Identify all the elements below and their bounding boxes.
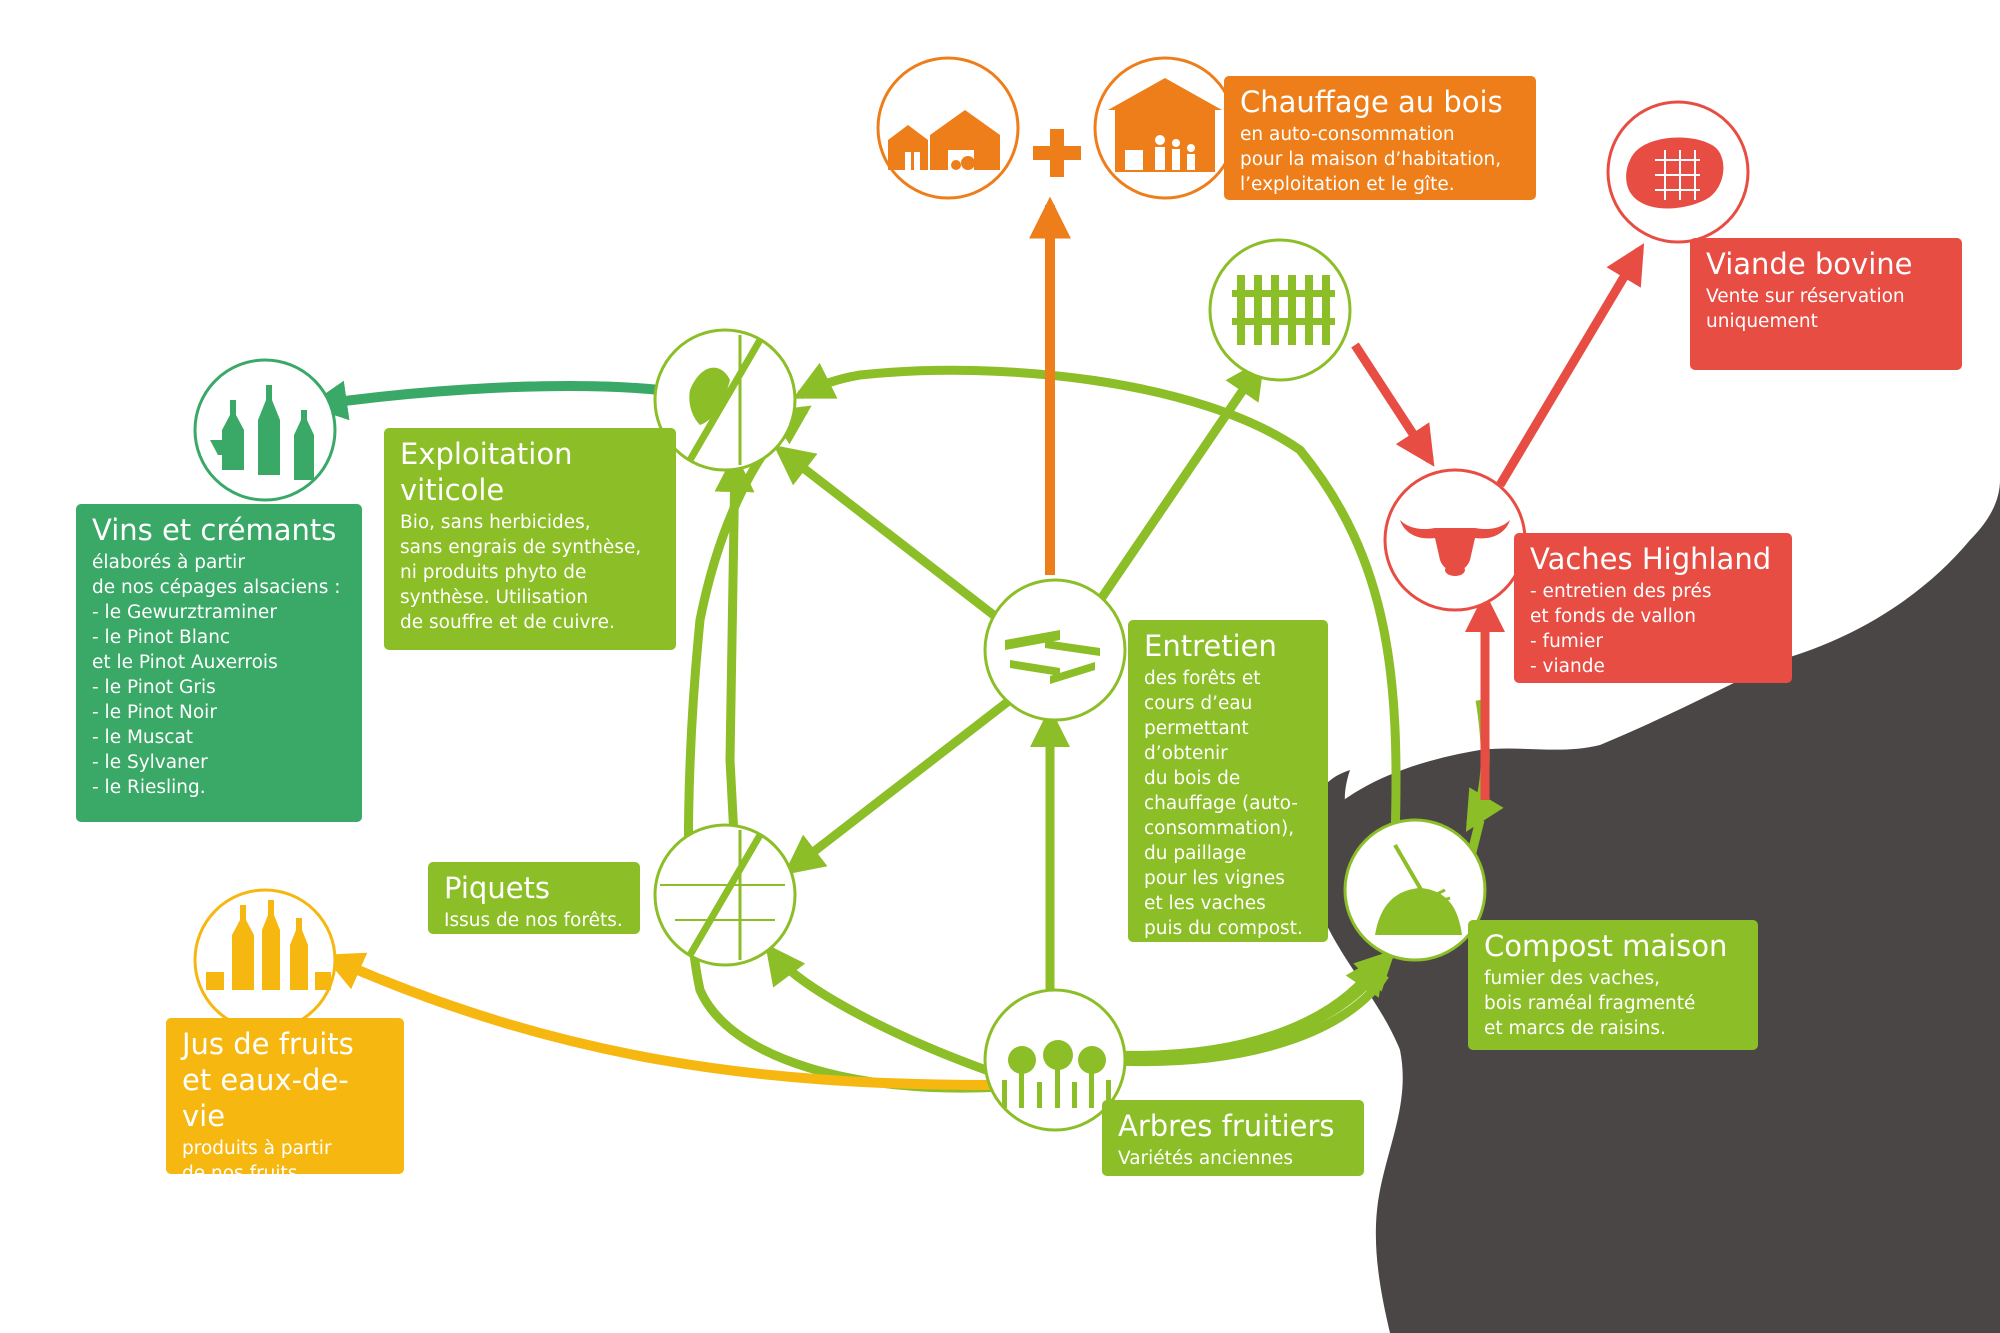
red-arrows — [1351, 243, 1645, 800]
viande-box: Viande bovine Vente sur réservation uniq… — [1690, 238, 1962, 370]
jus-desc: produits à partir de nos fruits — [182, 1138, 332, 1184]
stakes-icon — [660, 830, 785, 960]
piquets-desc: Issus de nos forêts. — [444, 910, 623, 931]
vaches-box: Vaches Highland - entretien des prés et … — [1514, 533, 1792, 683]
vine-stake-icon — [686, 335, 764, 465]
piquets-title: Piquets — [444, 871, 551, 905]
highland-cow-silhouette — [1312, 480, 2000, 1333]
entretien-box: Entretien des forêts et cours d’eau perm… — [1128, 620, 1328, 942]
chauffage-box: Chauffage au bois en auto-consommation p… — [1224, 76, 1536, 200]
arbres-desc: Variétés anciennes — [1118, 1148, 1294, 1169]
vaches-title: Vaches Highland — [1530, 542, 1772, 576]
jus-box: Jus de fruits et eaux-de-vie produits à … — [166, 1018, 404, 1184]
compost-box: Compost maison fumier des vaches, bois r… — [1468, 920, 1758, 1050]
piquets-box: Piquets Issus de nos forêts. — [428, 862, 640, 934]
compost-pitchfork-icon — [1375, 843, 1462, 935]
vins-desc: élaborés à partir de nos cépages alsacie… — [92, 552, 341, 798]
logs-circle — [983, 578, 1127, 722]
compost-desc: fumier des vaches, bois raméal fragmenté… — [1484, 968, 1696, 1039]
arbres-title: Arbres fruitiers — [1118, 1109, 1335, 1143]
juice-bottles-icon — [206, 900, 331, 990]
chauffage-desc: en auto-consommation pour la maison d’ha… — [1240, 124, 1502, 195]
entretien-desc: des forêts et cours d’eau permettant d’o… — [1144, 668, 1303, 939]
arrow-to-jus — [322, 952, 991, 1090]
logs-icon — [1005, 630, 1100, 684]
compost-title: Compost maison — [1484, 929, 1728, 963]
fruit-trees-icon — [1002, 1040, 1111, 1108]
chauffage-title: Chauffage au bois — [1240, 85, 1503, 119]
vins-title: Vins et crémants — [92, 513, 337, 547]
entretien-title: Entretien — [1144, 629, 1277, 663]
house-family-icon — [1108, 78, 1222, 172]
plus-icon — [1033, 129, 1081, 177]
fence-icon — [1232, 275, 1335, 345]
steak-icon — [1626, 137, 1724, 209]
exploitation-box: Exploitation viticole Bio, sans herbicid… — [384, 428, 676, 650]
farm-buildings-icon — [888, 110, 1000, 170]
viande-title: Viande bovine — [1706, 247, 1913, 281]
exploitation-desc: Bio, sans herbicides, sans engrais de sy… — [400, 512, 642, 633]
viande-desc: Vente sur réservation uniquement — [1706, 286, 1905, 332]
highland-cow-head-icon — [1400, 520, 1510, 576]
vins-box: Vins et crémants élaborés à partir de no… — [76, 504, 362, 822]
jus-title: Jus de fruits et eaux-de-vie — [182, 1027, 354, 1133]
vaches-desc: - entretien des prés et fonds de vallon … — [1530, 581, 1712, 677]
wine-bottles-icon — [210, 385, 314, 480]
arbres-box: Arbres fruitiers Variétés anciennes — [1102, 1100, 1364, 1176]
arrow-to-vins — [307, 380, 661, 421]
exploitation-title: Exploitation viticole — [400, 437, 573, 507]
